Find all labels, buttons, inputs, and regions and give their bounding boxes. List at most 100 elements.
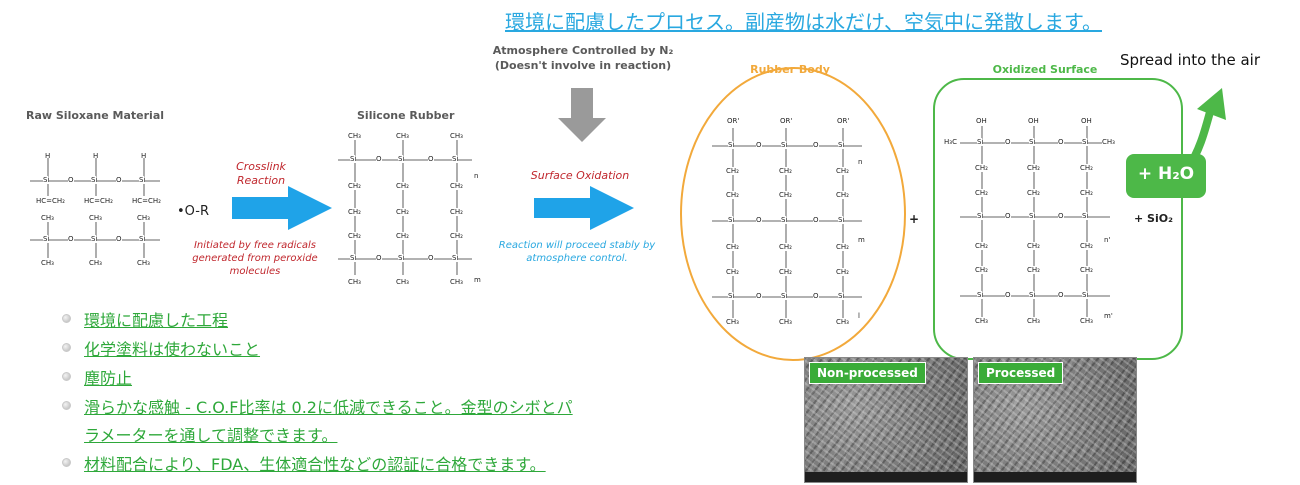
crosslink-label: Crosslink Reaction — [236, 160, 286, 187]
rb-ch2-3: CH₂ — [836, 167, 849, 175]
sr-ch3-6: CH₃ — [450, 278, 463, 286]
bullet-text: ラメーターを通して調整できます。 — [84, 426, 338, 445]
silicone-rubber-label: Silicone Rubber — [357, 109, 455, 122]
bullet-text: 塵防止 — [84, 369, 133, 388]
ox-si-7: Si — [977, 291, 984, 299]
rb-ch3-1: CH₃ — [726, 318, 739, 326]
ox-oh-1: OH — [976, 117, 987, 125]
atmosphere-sublabel: (Doesn't involve in reaction) — [494, 59, 672, 72]
rubber-body-label: Rubber Body — [750, 63, 830, 76]
ox-ch2-2: CH₂ — [1027, 164, 1040, 172]
ox-ch2-9: CH₂ — [1080, 242, 1093, 250]
ox-o-2: O — [1058, 138, 1064, 146]
atmosphere-label: Atmosphere Controlled by N₂ — [492, 44, 674, 57]
raw-o-3: O — [68, 235, 74, 243]
ox-ch2-10: CH₂ — [975, 266, 988, 274]
plus-sign: + — [909, 212, 920, 226]
rb-si-7: Si — [728, 292, 735, 300]
oxidation-label: Surface Oxidation — [530, 169, 630, 182]
ox-ch2-8: CH₂ — [1027, 242, 1040, 250]
ox-o-4: O — [1058, 212, 1064, 220]
sr-ch2-8: CH₂ — [396, 232, 409, 240]
sr-ch2-4: CH₂ — [348, 208, 361, 216]
raw-siloxane-label: Raw Siloxane Material — [26, 109, 165, 122]
sem-scale-bar — [805, 472, 967, 482]
ox-ch2-7: CH₂ — [975, 242, 988, 250]
rb-si-6: Si — [838, 216, 845, 224]
rb-ch2-7: CH₂ — [726, 243, 739, 251]
sr-ch3-4: CH₃ — [348, 278, 361, 286]
raw-h-1: H — [45, 152, 51, 160]
ox-oh-3: OH — [1081, 117, 1092, 125]
ox-n-prime: n' — [1104, 236, 1111, 244]
sr-si-2: Si — [398, 155, 405, 163]
ox-si-6: Si — [1082, 212, 1089, 220]
bullet-text: 化学塗料は使わないこと — [84, 340, 261, 359]
bullet-item-5: 材料配合により、FDA、生体適合性などの認証に合格できます。 — [62, 451, 546, 475]
raw-vinyl-2: HC=CH₂ — [84, 197, 113, 205]
rb-ch2-2: CH₂ — [779, 167, 792, 175]
rb-o-6: O — [813, 292, 819, 300]
rb-si-3: Si — [838, 141, 845, 149]
rb-ch2-4: CH₂ — [726, 191, 739, 199]
rb-o-1: O — [756, 141, 762, 149]
rb-si-1: Si — [728, 141, 735, 149]
bullet-item-3: 塵防止 — [62, 365, 133, 389]
page-title: 環境に配慮したプロセス。副産物は水だけ、空気中に発散します。 — [505, 10, 1102, 34]
bullet-icon — [62, 458, 71, 467]
raw-vinyl-3: HC=CH₂ — [132, 197, 161, 205]
ox-o-6: O — [1058, 291, 1064, 299]
ox-si-4: Si — [977, 212, 984, 220]
rb-ch2-9: CH₂ — [836, 243, 849, 251]
sr-ch2-1: CH₂ — [348, 182, 361, 190]
sem-label-non-processed: Non-processed — [809, 362, 926, 384]
rb-si-8: Si — [781, 292, 788, 300]
crosslink-arrow — [232, 186, 332, 230]
raw-si-5: Si — [91, 235, 98, 243]
raw-si-4: Si — [43, 235, 50, 243]
sr-o-4: O — [428, 254, 434, 262]
rb-o-5: O — [756, 292, 762, 300]
ox-ch3-1: CH₃ — [975, 317, 988, 325]
raw-ch3-top-1: CH₃ — [41, 214, 54, 222]
water-label: + H₂O — [1137, 164, 1195, 184]
ox-o-5: O — [1005, 291, 1011, 299]
ox-si-8: Si — [1029, 291, 1036, 299]
sr-ch3-2: CH₃ — [396, 132, 409, 140]
sem-image-processed: Processed — [973, 357, 1137, 483]
bullet-icon — [62, 401, 71, 410]
rb-ch2-10: CH₂ — [726, 268, 739, 276]
raw-vinyl-1: HC=CH₂ — [36, 197, 65, 205]
bullet-text: 環境に配慮した工程 — [84, 311, 229, 330]
rb-l: l — [858, 312, 860, 320]
raw-h-2: H — [93, 152, 99, 160]
sr-si-6: Si — [452, 254, 459, 262]
raw-o-4: O — [116, 235, 122, 243]
sr-ch2-5: CH₂ — [396, 208, 409, 216]
spread-arrowhead — [1197, 88, 1226, 120]
sr-m: m — [474, 276, 481, 284]
bullet-icon — [62, 372, 71, 381]
rb-ch2-5: CH₂ — [779, 191, 792, 199]
rb-n: n — [858, 158, 863, 166]
rb-m: m — [858, 236, 865, 244]
bullet-text: 材料配合により、FDA、生体適合性などの認証に合格できます。 — [84, 455, 546, 474]
sr-si-1: Si — [350, 155, 357, 163]
rb-or-2: OR' — [780, 117, 793, 125]
sr-ch3-5: CH₃ — [396, 278, 409, 286]
rb-si-5: Si — [781, 216, 788, 224]
sr-ch2-7: CH₂ — [348, 232, 361, 240]
rb-ch2-12: CH₂ — [836, 268, 849, 276]
ox-oh-2: OH — [1028, 117, 1039, 125]
raw-ch3-bot-1: CH₃ — [41, 259, 54, 267]
ox-ch3-2: CH₃ — [1027, 317, 1040, 325]
rb-si-9: Si — [838, 292, 845, 300]
sr-ch2-3: CH₂ — [450, 182, 463, 190]
oxidation-note: Reaction will proceed stably by atmosphe… — [498, 240, 656, 264]
ox-m-prime: m' — [1104, 312, 1113, 320]
bullet-icon — [62, 314, 71, 323]
sem-image-non-processed: Non-processed — [804, 357, 968, 483]
rb-or-1: OR' — [727, 117, 740, 125]
raw-ch3-top-3: CH₃ — [137, 214, 150, 222]
